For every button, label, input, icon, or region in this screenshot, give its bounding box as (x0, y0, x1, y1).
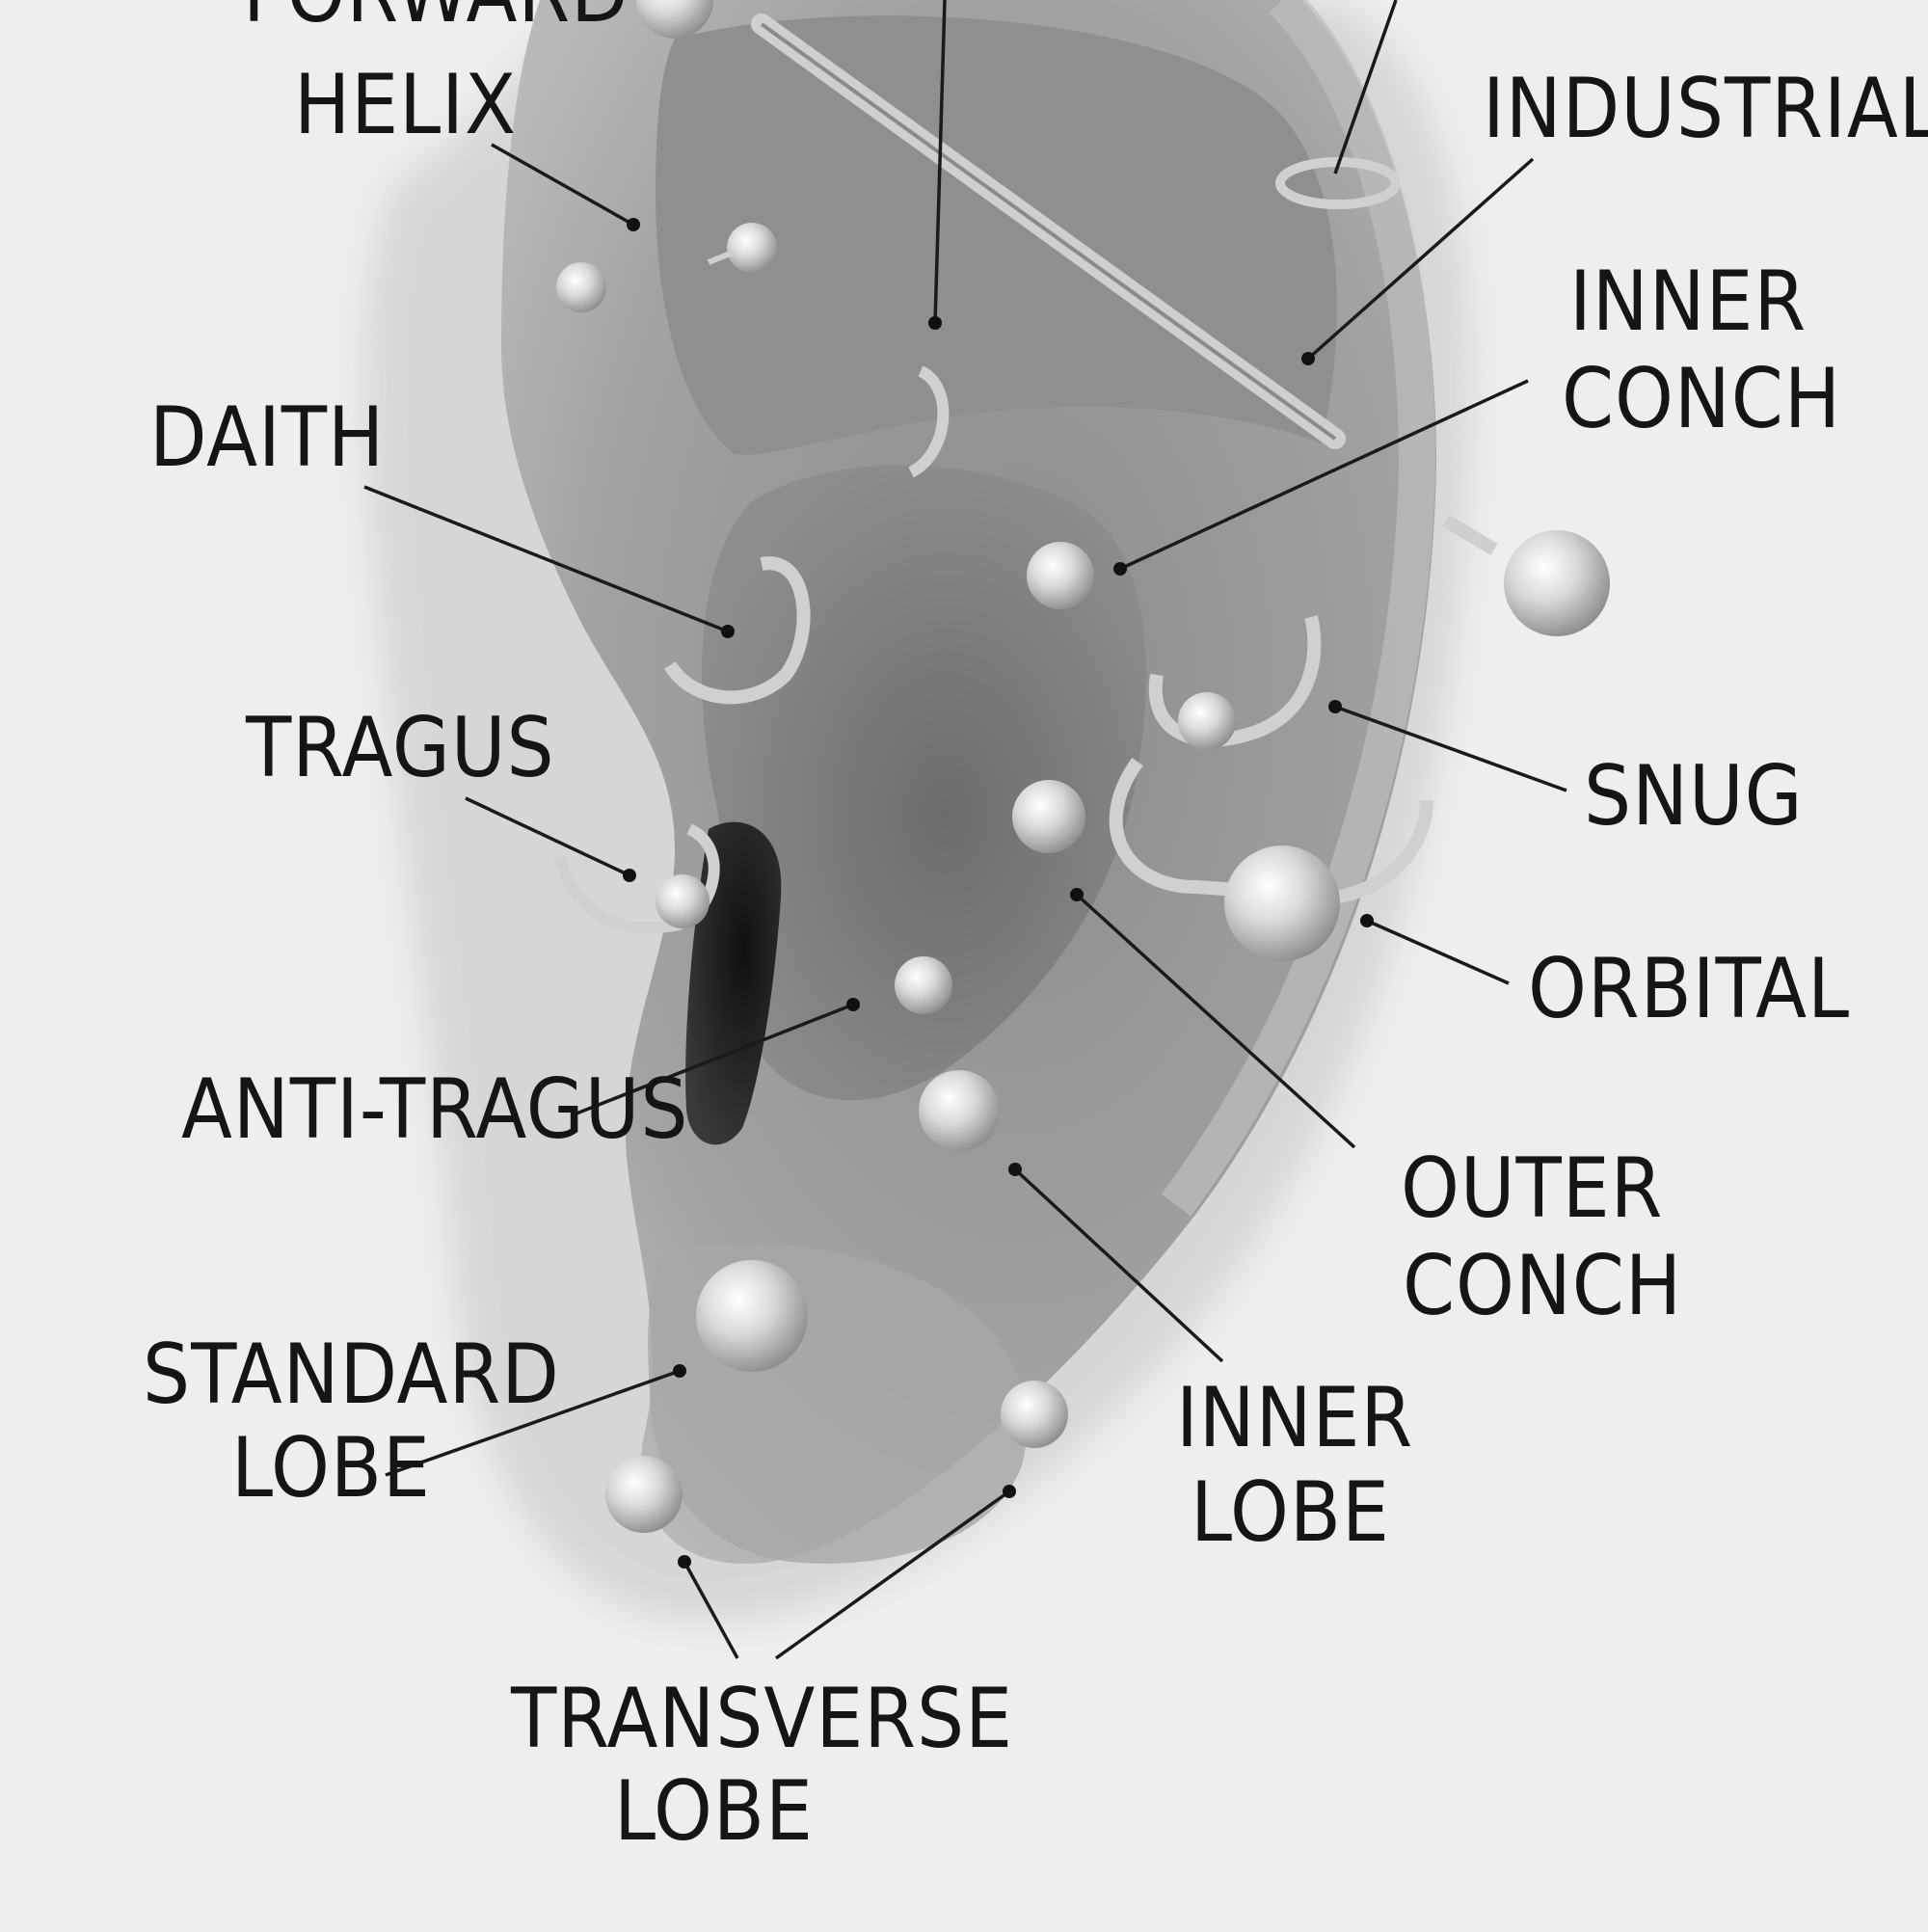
ear-illustration (364, 0, 1470, 1623)
label-forward-helix-line2: HELIX (294, 57, 517, 153)
label-outer-conch-line1: OUTER (1401, 1140, 1663, 1237)
label-inner-conch-line2: CONCH (1562, 351, 1841, 447)
label-tragus: TRAGUS (245, 700, 555, 796)
label-inner-lobe-line1: INNER (1176, 1370, 1413, 1466)
label-snug: SNUG (1584, 748, 1804, 845)
label-transverse-lobe-line1: TRANSVERSE (510, 1671, 1013, 1767)
label-standard-lobe-line1: STANDARD (143, 1327, 560, 1423)
label-anti-tragus: ANTI-TRAGUS (181, 1061, 689, 1158)
label-forward-helix-line1: FORWARD (243, 0, 629, 41)
label-inner-lobe-line2: LOBE (1191, 1464, 1390, 1561)
label-transverse-lobe-line2: LOBE (614, 1763, 814, 1860)
leader-lines (363, 0, 1567, 1660)
label-outer-conch-line2: CONCH (1403, 1238, 1682, 1334)
label-inner-conch-line1: INNER (1569, 254, 1807, 350)
barbell-stud-icon (636, 0, 713, 39)
jewelry (553, 0, 1610, 1533)
label-standard-lobe-line2: LOBE (231, 1420, 431, 1516)
label-industrial: INDUSTRIAL (1483, 61, 1928, 157)
label-daith: DAITH (149, 389, 385, 486)
labels: FORWARD HELIX INDUSTRIAL INNER CONCH DAI… (143, 0, 1928, 1860)
label-orbital: ORBITAL (1528, 941, 1850, 1037)
